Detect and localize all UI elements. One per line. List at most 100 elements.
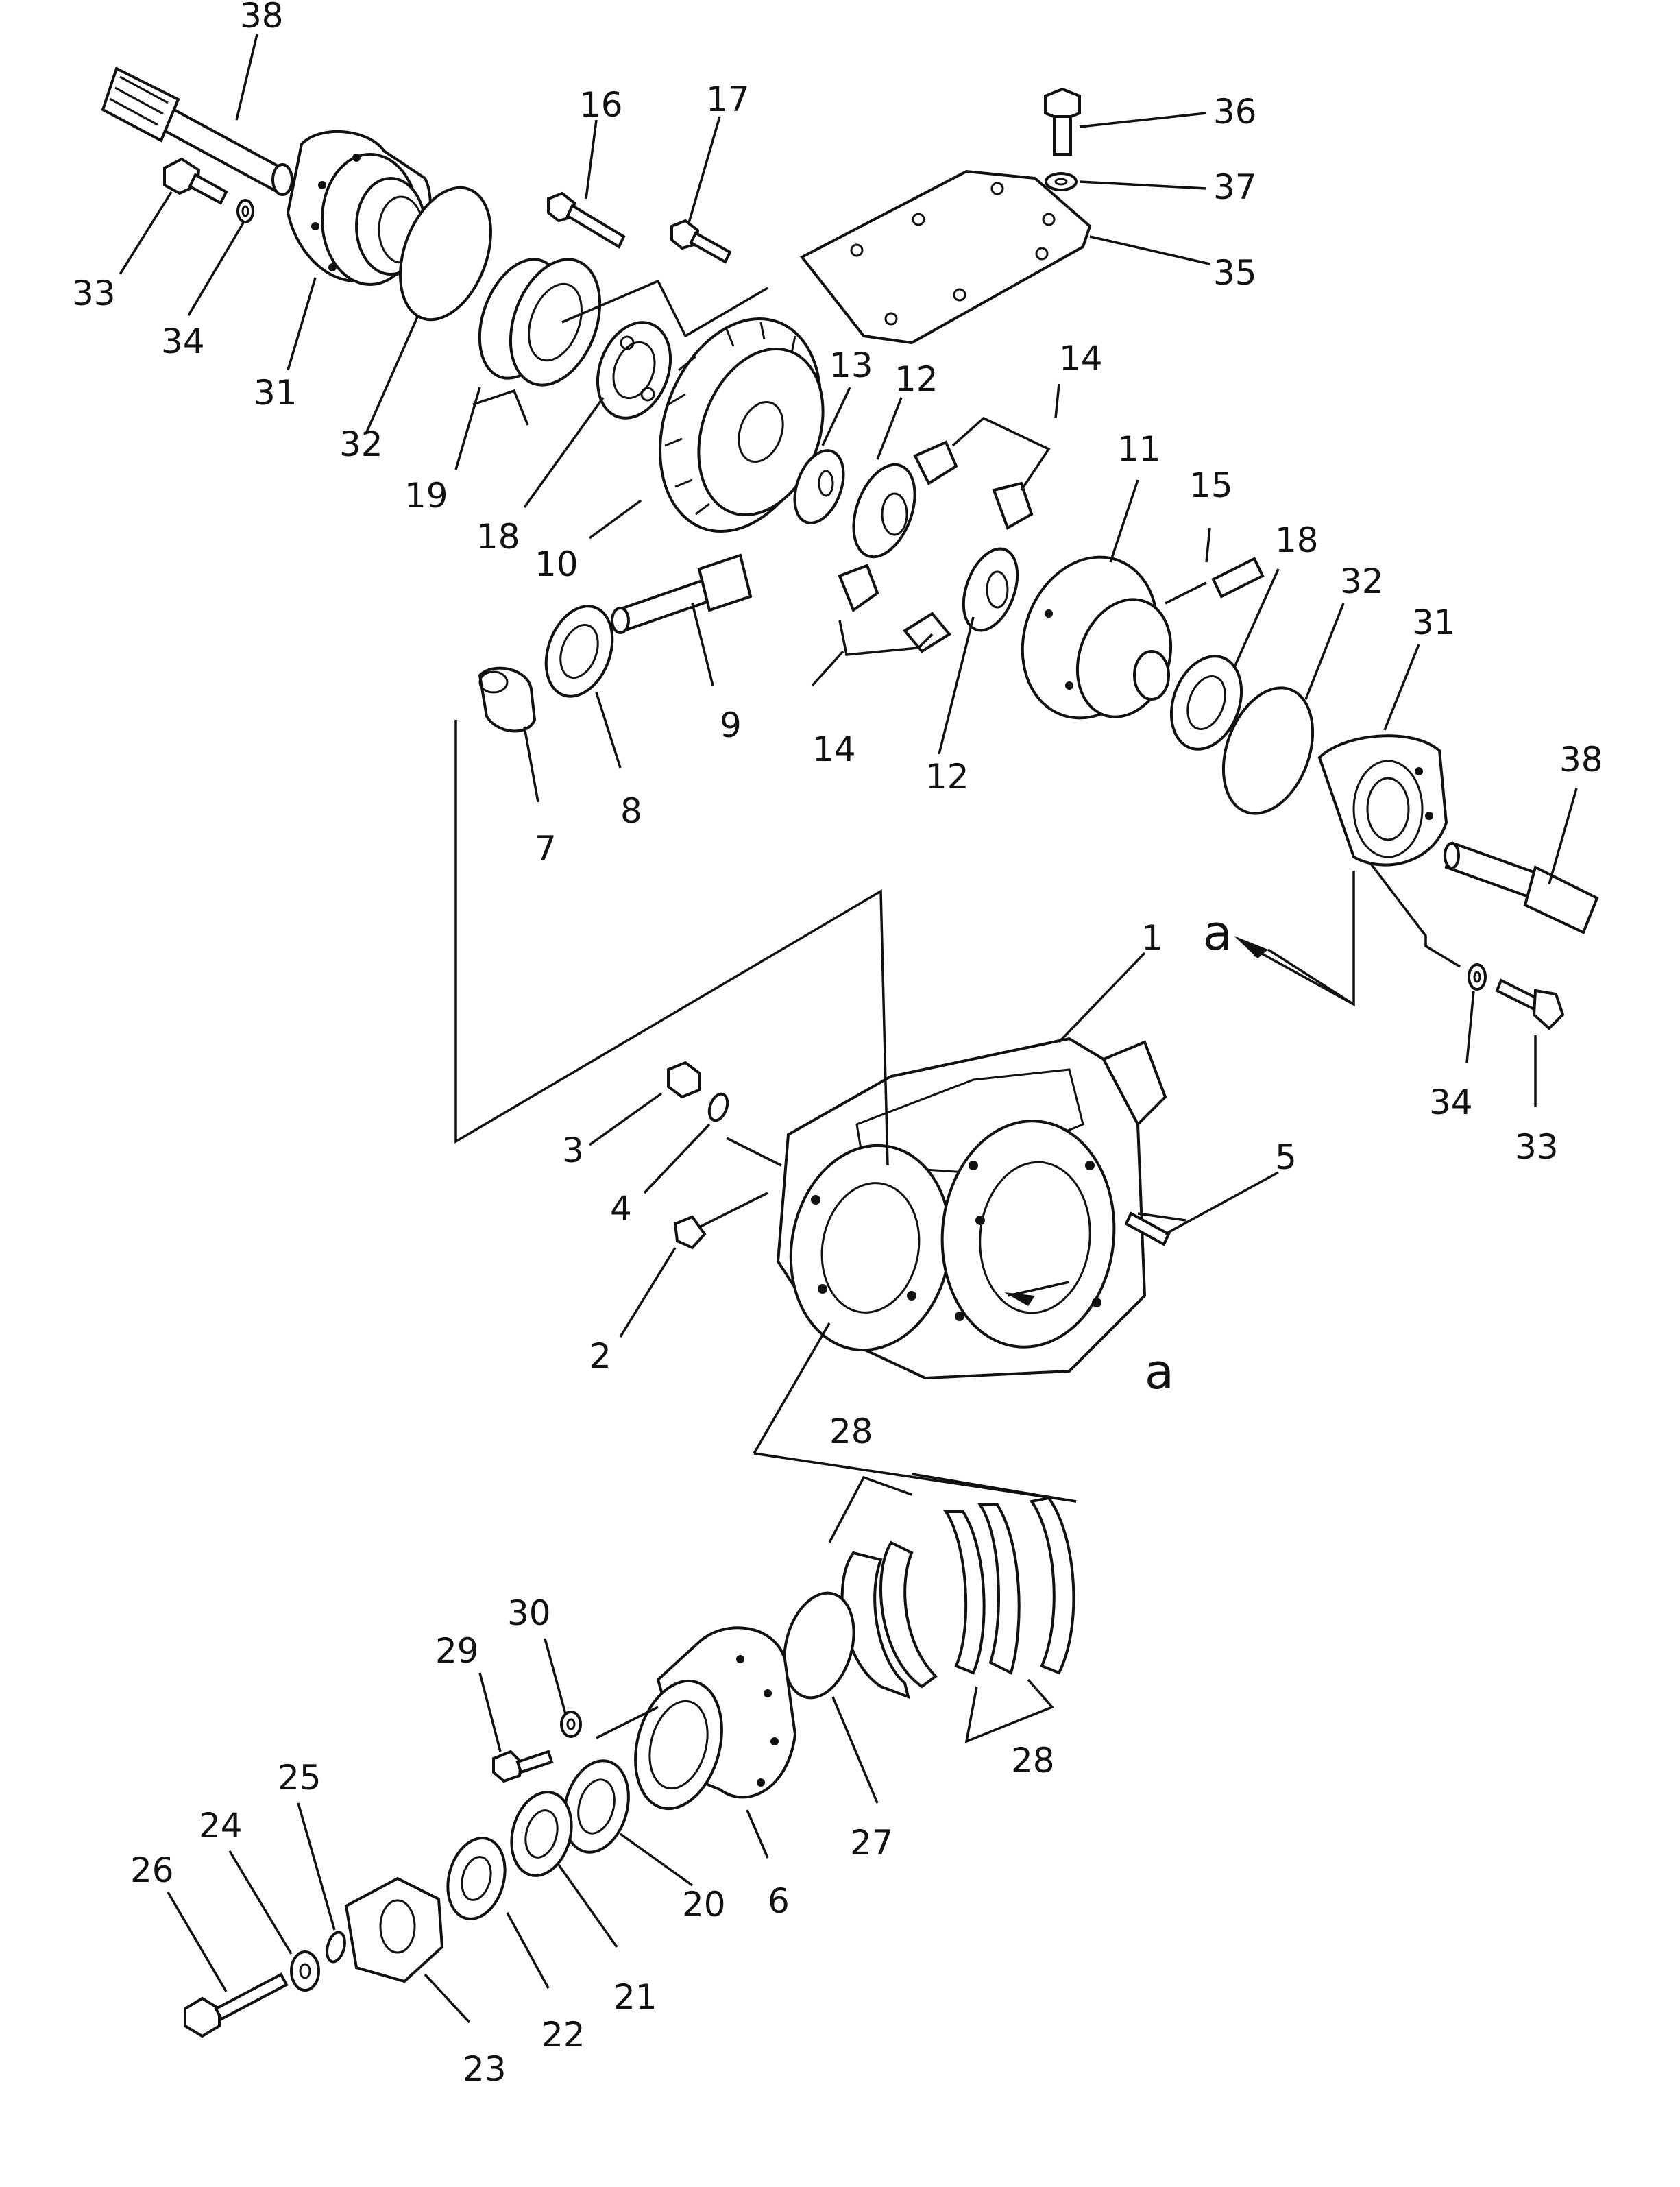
label-29: 29 bbox=[435, 1631, 479, 1671]
part-38-splined-shaft-upper bbox=[101, 67, 293, 196]
part-6-pinion-cage bbox=[634, 1626, 797, 1811]
part-18-bearing-right bbox=[1169, 655, 1243, 751]
label-35: 35 bbox=[1213, 253, 1257, 293]
label-36: 36 bbox=[1213, 92, 1257, 132]
label-1: 1 bbox=[1141, 918, 1163, 958]
label-32: 32 bbox=[339, 424, 383, 464]
label-10: 10 bbox=[535, 544, 579, 584]
part-19-shims bbox=[478, 258, 602, 387]
label-5: 5 bbox=[1275, 1137, 1297, 1177]
label-28: 28 bbox=[829, 1412, 873, 1451]
arrow-a-lower bbox=[1004, 1292, 1035, 1306]
part-7-spacer bbox=[478, 666, 537, 733]
assembly-lines bbox=[454, 279, 1461, 1743]
part-21-bearing bbox=[510, 1791, 573, 1877]
label-17: 17 bbox=[706, 80, 750, 119]
part-36-bolt bbox=[1044, 87, 1081, 156]
part-31-flange-housing-upper bbox=[286, 130, 432, 286]
part-28-shims bbox=[840, 1496, 1075, 1700]
part-22-oil-seal bbox=[446, 1837, 507, 1920]
part-34-washer-upper bbox=[236, 199, 254, 223]
part-13-thrust-washer bbox=[793, 449, 845, 524]
label-4: 4 bbox=[610, 1189, 632, 1229]
part-24-washer bbox=[290, 1950, 320, 1992]
label-24: 24 bbox=[199, 1806, 243, 1846]
part-27-o-ring bbox=[783, 1591, 855, 1700]
part-26-bolt bbox=[184, 1972, 289, 2038]
arrow-a-upper bbox=[1234, 936, 1354, 1006]
label-33b: 33 bbox=[1515, 1127, 1559, 1167]
label-31: 31 bbox=[254, 373, 297, 413]
label-21: 21 bbox=[613, 1977, 657, 2017]
label-31b: 31 bbox=[1412, 603, 1456, 642]
part-14-pinion-gear-a bbox=[913, 440, 958, 485]
label-16: 16 bbox=[579, 85, 623, 125]
part-8-bearing bbox=[544, 605, 614, 698]
part-1-axle-housing bbox=[776, 1037, 1167, 1380]
label-28b: 28 bbox=[1011, 1741, 1055, 1780]
part-29-bolt bbox=[492, 1750, 554, 1783]
part-12-side-gear-upper bbox=[852, 463, 916, 559]
part-16-bolt bbox=[547, 191, 626, 249]
label-12: 12 bbox=[894, 359, 938, 399]
part-37-washer bbox=[1045, 172, 1078, 191]
part-14-pinion-gear-c bbox=[838, 564, 879, 613]
label-22: 22 bbox=[541, 2015, 585, 2055]
label-27: 27 bbox=[850, 1823, 894, 1863]
label-38: 38 bbox=[240, 0, 284, 36]
label-18b: 18 bbox=[1275, 520, 1319, 560]
label-13: 13 bbox=[829, 346, 873, 385]
label-30: 30 bbox=[507, 1593, 551, 1633]
part-33-bolt-upper bbox=[163, 157, 228, 205]
part-38-splined-shaft-right bbox=[1444, 841, 1599, 934]
label-a-upper: a bbox=[1203, 905, 1232, 961]
part-34-washer-right bbox=[1468, 963, 1487, 991]
part-10-ring-gear bbox=[659, 317, 825, 533]
part-20-bearing bbox=[563, 1759, 630, 1854]
label-15: 15 bbox=[1189, 466, 1233, 505]
label-33: 33 bbox=[72, 274, 116, 313]
label-8: 8 bbox=[620, 791, 642, 831]
part-15-pin bbox=[1211, 557, 1265, 599]
label-14: 14 bbox=[1059, 339, 1103, 378]
part-2-plug bbox=[673, 1215, 707, 1250]
label-9: 9 bbox=[720, 705, 742, 745]
part-35-cover-plate bbox=[799, 169, 1092, 345]
label-a-lower: a bbox=[1145, 1344, 1174, 1400]
part-32-o-ring-right bbox=[1221, 686, 1315, 815]
part-17-bolt bbox=[670, 219, 732, 264]
part-11-differential-case bbox=[1021, 555, 1173, 720]
label-34b: 34 bbox=[1429, 1083, 1473, 1122]
part-25-o-ring bbox=[326, 1931, 346, 1964]
part-3-plug bbox=[667, 1061, 701, 1099]
part-5-pin bbox=[1124, 1211, 1171, 1246]
part-23-yoke bbox=[344, 1876, 444, 1983]
label-38b: 38 bbox=[1559, 740, 1603, 780]
part-32-o-ring-upper bbox=[399, 186, 492, 322]
part-12-side-gear-lower bbox=[962, 547, 1019, 632]
part-14-pinion-gear-b bbox=[992, 481, 1034, 530]
part-labels: 38 16 17 36 37 35 33 34 31 32 19 18 10 1… bbox=[72, 0, 1603, 2089]
label-26: 26 bbox=[130, 1850, 174, 1890]
label-25: 25 bbox=[278, 1758, 321, 1798]
part-4-o-ring bbox=[707, 1092, 729, 1122]
part-18-bearing-upper bbox=[596, 321, 672, 420]
label-6: 6 bbox=[768, 1881, 790, 1921]
leader-lines bbox=[119, 34, 1578, 2024]
label-14b: 14 bbox=[812, 729, 856, 769]
label-11: 11 bbox=[1117, 429, 1161, 469]
label-19: 19 bbox=[404, 476, 448, 516]
label-2: 2 bbox=[589, 1336, 611, 1376]
label-18: 18 bbox=[476, 517, 520, 557]
label-34: 34 bbox=[161, 322, 205, 361]
label-23: 23 bbox=[463, 2049, 507, 2089]
label-32b: 32 bbox=[1340, 561, 1384, 601]
label-7: 7 bbox=[535, 829, 557, 869]
part-31-flange-housing-right bbox=[1317, 734, 1448, 867]
part-9-pinion-shaft bbox=[611, 553, 753, 634]
part-30-washer bbox=[560, 1711, 582, 1738]
label-37: 37 bbox=[1213, 167, 1257, 207]
part-14-pinion-gear-d bbox=[902, 612, 952, 653]
label-12b: 12 bbox=[925, 757, 969, 797]
